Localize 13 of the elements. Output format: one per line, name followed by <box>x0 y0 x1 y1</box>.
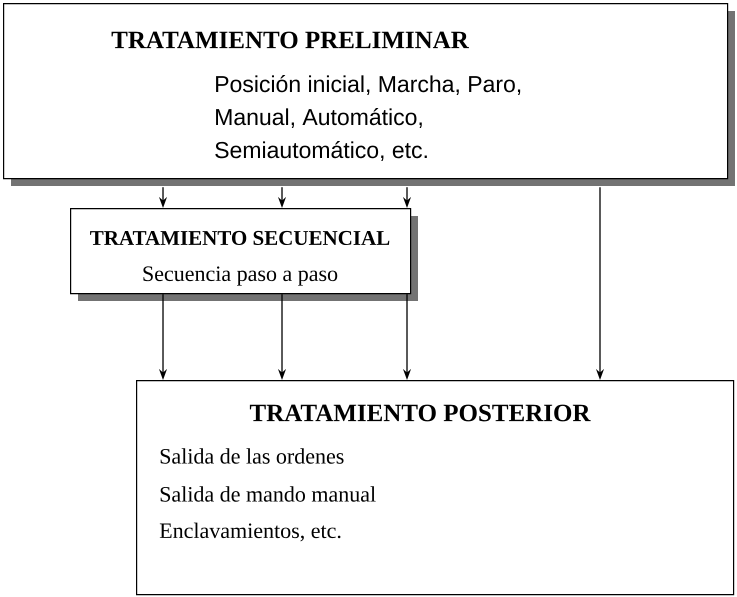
box-text: Enclavamientos, etc. <box>160 522 340 542</box>
box-heading: TRATAMIENTO POSTERIOR <box>250 404 591 422</box>
process-box <box>136 380 734 596</box>
box-heading: TRATAMIENTO PRELIMINAR <box>112 32 469 48</box>
process-box <box>70 208 418 301</box>
box-text: Semiautomático, etc. <box>215 141 427 161</box>
box-text: Secuencia paso a paso <box>143 266 338 286</box>
process-box <box>3 3 735 186</box>
box-text: Manual, Automático, <box>216 108 422 128</box>
box-text: Salida de las ordenes <box>160 448 344 464</box>
box-text: Posición inicial, Marcha, Paro, <box>216 75 520 95</box>
box-text: Salida de mando manual <box>160 486 376 502</box>
box-heading: TRATAMIENTO SECUENCIAL <box>90 230 390 246</box>
